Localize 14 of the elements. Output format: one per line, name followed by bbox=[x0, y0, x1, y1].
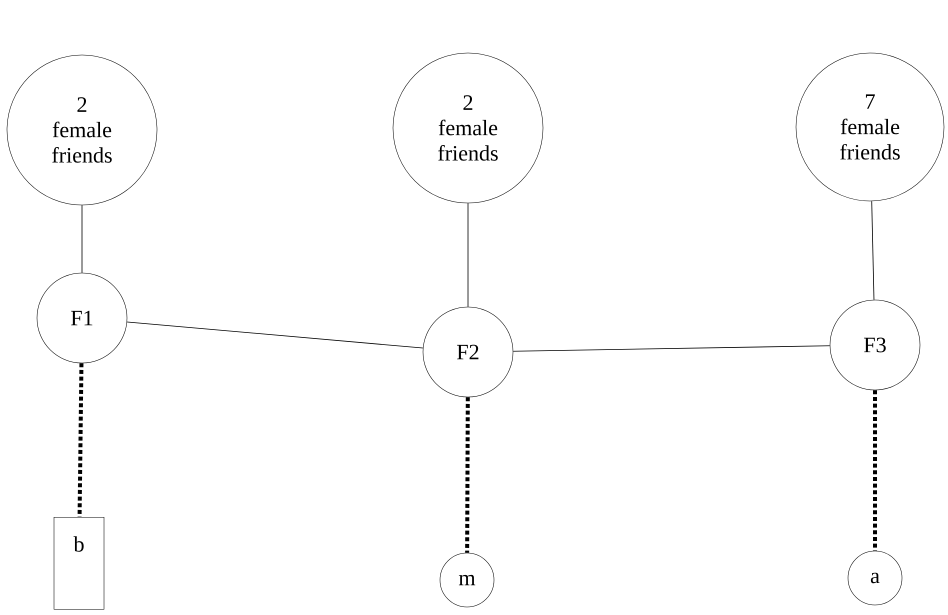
dotted-line bbox=[78, 363, 84, 518]
connector-line bbox=[871, 200, 874, 300]
circle-node: 7 female friends bbox=[796, 52, 944, 202]
square-node: b bbox=[54, 517, 104, 610]
circle-node: F2 bbox=[422, 306, 514, 398]
dotted-line bbox=[465, 397, 470, 553]
circle-node: a bbox=[848, 550, 902, 606]
circle-node: F3 bbox=[830, 300, 920, 390]
connector-line bbox=[126, 322, 424, 348]
circle-node: m bbox=[440, 552, 494, 608]
circle-node: F1 bbox=[36, 272, 128, 364]
connector-line bbox=[512, 345, 830, 352]
circle-node: 2 female friends bbox=[392, 52, 544, 204]
circle-node: 2 female friends bbox=[6, 54, 158, 206]
